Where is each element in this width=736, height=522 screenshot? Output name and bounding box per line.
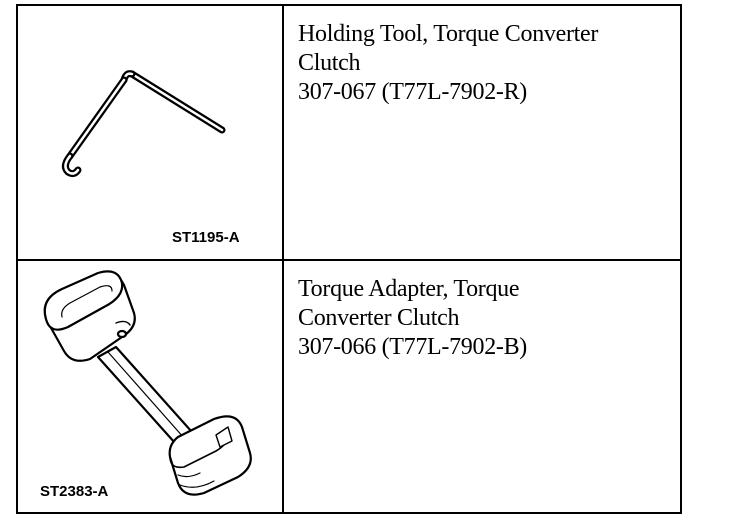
tool-name-line: Clutch <box>298 50 361 76</box>
tool-name-line: Torque Adapter, Torque <box>298 276 520 302</box>
tool-part-number: 307-066 (T77L-7902-B) <box>298 334 527 360</box>
tool-description-cell: Torque Adapter, Torque Converter Clutch … <box>284 261 680 512</box>
torque-adapter-icon <box>43 270 252 496</box>
tool-description-cell: Holding Tool, Torque Converter Clutch 30… <box>284 6 680 259</box>
tool-illustration-cell: ST2383-A <box>18 261 284 512</box>
special-tools-table: ST1195-A Holding Tool, Torque Converter … <box>16 4 682 514</box>
tool-name-line: Converter Clutch <box>298 305 460 331</box>
tool-row-holding-tool: ST1195-A Holding Tool, Torque Converter … <box>18 6 680 261</box>
tool-illustration-cell: ST1195-A <box>18 6 284 259</box>
tool-name-line: Holding Tool, Torque Converter <box>298 21 599 47</box>
illustration-code: ST1195-A <box>172 229 240 246</box>
illustration-code: ST2383-A <box>40 483 109 500</box>
tool-row-torque-adapter: ST2383-A Torque Adapter, Torque Converte… <box>18 261 680 512</box>
l-shaped-hex-wrench-icon <box>61 70 226 178</box>
tool-part-number: 307-067 (T77L-7902-R) <box>298 79 527 105</box>
